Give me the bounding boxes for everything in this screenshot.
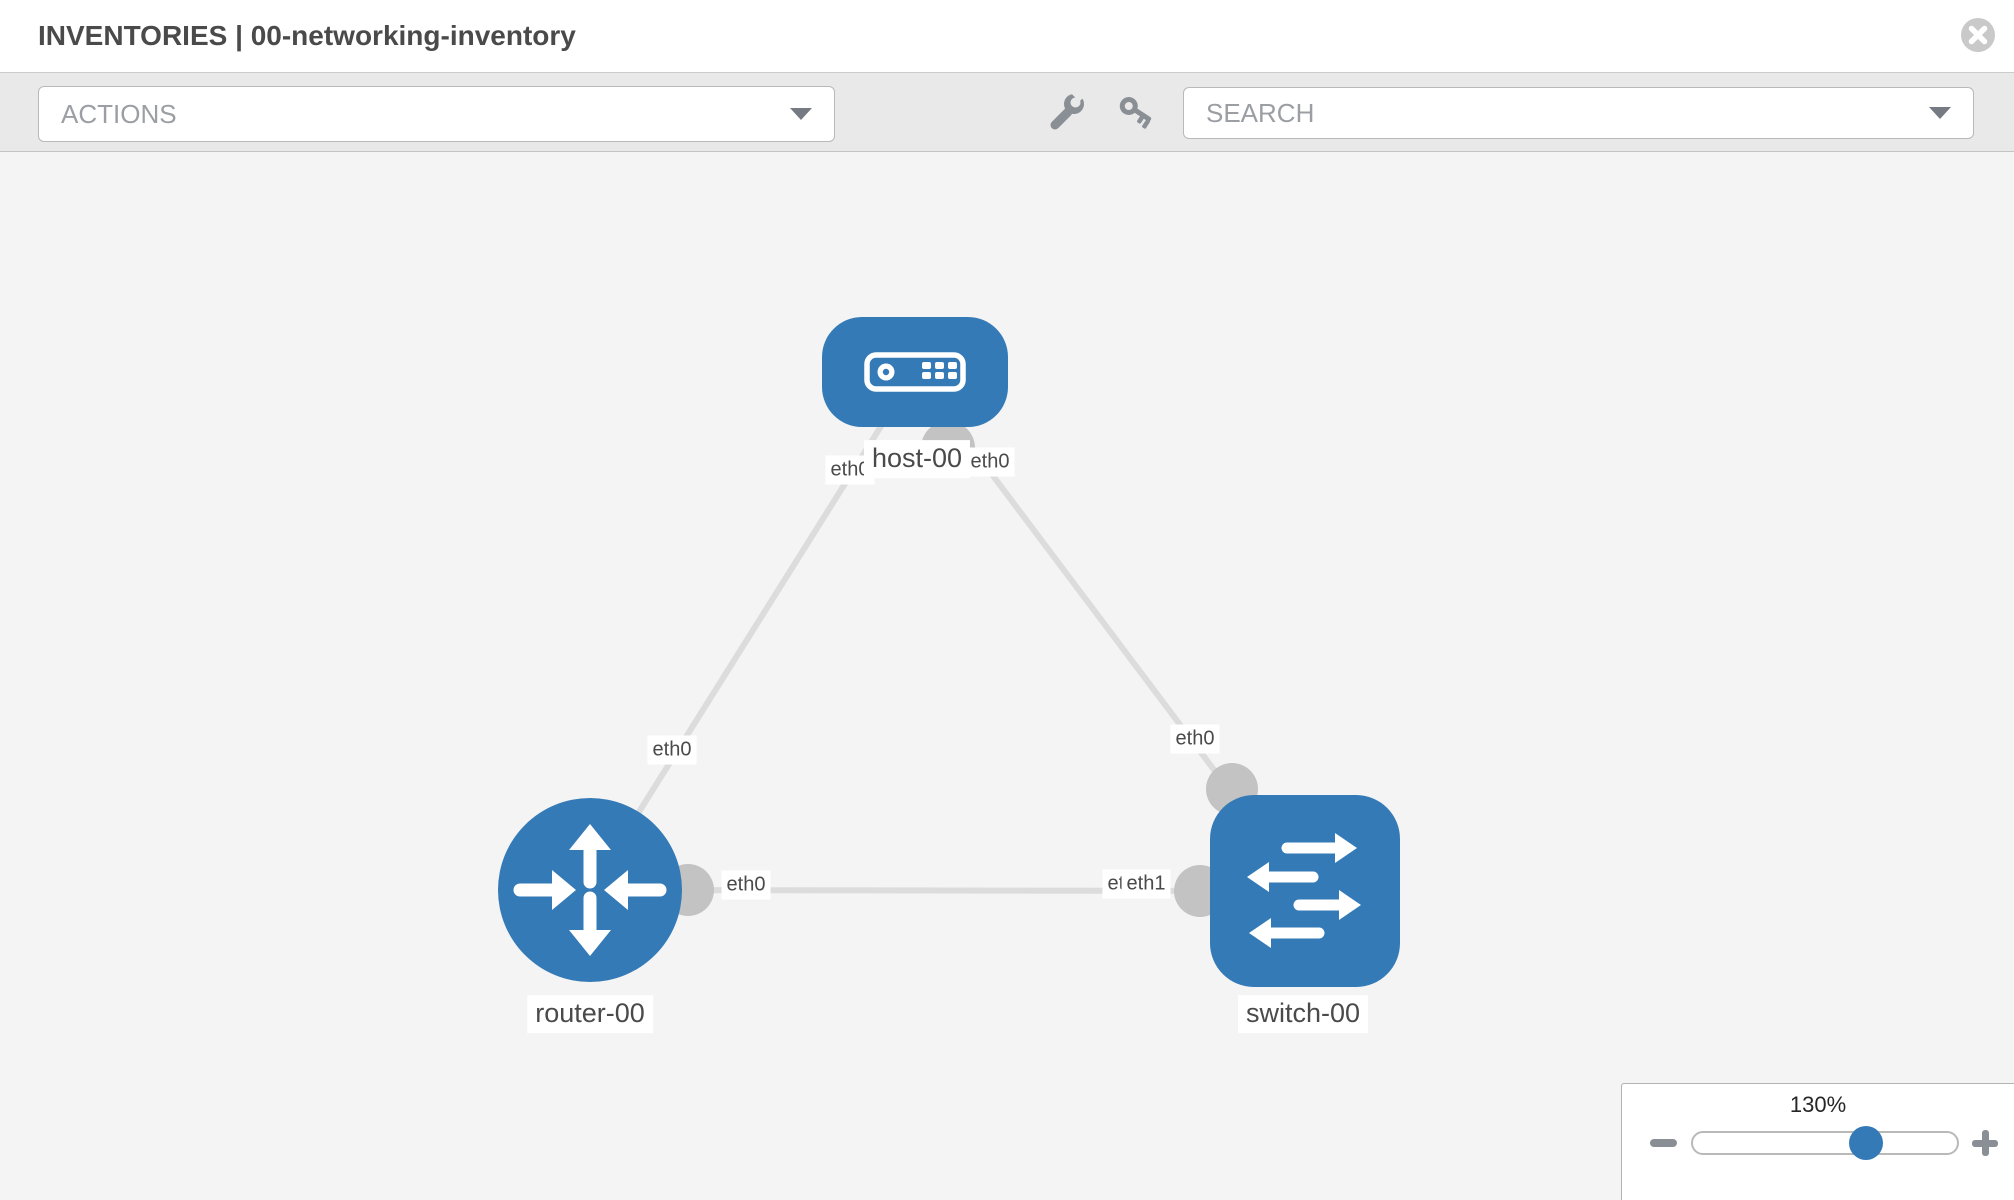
node-host-00[interactable] xyxy=(822,317,1008,427)
toolbar-icons xyxy=(1047,85,1158,137)
search-placeholder: SEARCH xyxy=(1206,97,1315,128)
node-router-00[interactable] xyxy=(498,798,682,982)
toolbar: ACTIONS SEARC xyxy=(0,72,2014,152)
node-label-router-00[interactable]: router-00 xyxy=(527,995,653,1033)
topology-canvas[interactable] xyxy=(0,151,2014,1200)
wrench-icon[interactable] xyxy=(1047,85,1087,137)
header: INVENTORIES | 00-networking-inventory xyxy=(0,0,2014,72)
node-label-host-00[interactable]: host-00 xyxy=(863,440,971,478)
interface-label-eth0: eth0 xyxy=(721,870,771,900)
interface-label-eth0: eth0 xyxy=(965,447,1015,477)
search-dropdown[interactable]: SEARCH xyxy=(1183,87,1974,139)
zoom-in-button[interactable] xyxy=(1972,1130,1998,1156)
switch-icon xyxy=(1210,795,1400,987)
key-icon[interactable] xyxy=(1118,85,1158,137)
close-icon[interactable] xyxy=(1960,17,1996,53)
node-switch-00[interactable] xyxy=(1210,795,1400,987)
page-title: INVENTORIES | 00-networking-inventory xyxy=(38,20,576,51)
node-label-switch-00[interactable]: switch-00 xyxy=(1237,995,1369,1033)
interface-label-eth0: eth0 xyxy=(647,735,697,765)
interface-label-eth1: eth1 xyxy=(1121,869,1171,899)
interface-label-eth0: eth0 xyxy=(1170,724,1220,754)
chevron-down-icon xyxy=(1929,107,1951,119)
router-icon xyxy=(498,798,682,982)
zoom-control-panel: 130% xyxy=(1621,1083,2014,1200)
actions-dropdown[interactable]: ACTIONS xyxy=(38,86,835,142)
zoom-slider[interactable] xyxy=(1691,1126,1959,1160)
zoom-slider-thumb[interactable] xyxy=(1848,1126,1883,1160)
zoom-out-button[interactable] xyxy=(1650,1139,1677,1147)
actions-dropdown-label: ACTIONS xyxy=(61,98,177,129)
host-icon xyxy=(864,352,966,392)
zoom-level-label: 130% xyxy=(1789,1092,1847,1117)
chevron-down-icon xyxy=(790,108,812,120)
